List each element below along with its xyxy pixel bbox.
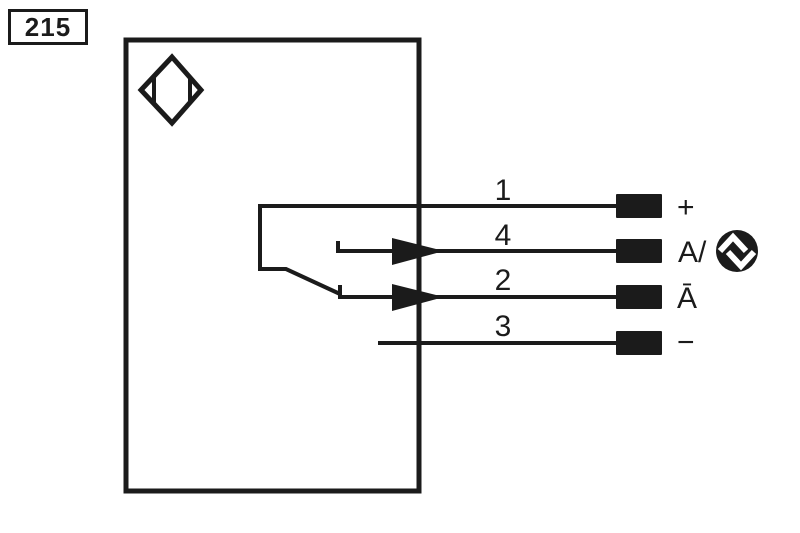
terminal-block-1: [616, 194, 662, 218]
figure-number: 215: [24, 12, 72, 42]
sensor-body-outline: [123, 37, 422, 494]
figure-number-box: 215: [8, 9, 88, 45]
pin-number-4: 4: [495, 219, 512, 252]
signal-label-minus: −: [677, 326, 695, 359]
terminal-block-4: [616, 239, 662, 263]
signal-label-plus: +: [677, 191, 695, 224]
chevron-down-icon: [725, 249, 757, 271]
terminal-block-2: [616, 285, 662, 309]
wire-2-arrow-icon: [392, 284, 444, 311]
pin-number-3: 3: [495, 310, 512, 343]
complementary-switching-icon: [716, 230, 758, 272]
wire-4-arrow-icon: [392, 238, 444, 265]
wire-2: [338, 285, 617, 299]
proximity-sensor-icon: [137, 53, 205, 127]
pin-number-1: 1: [495, 174, 512, 207]
wire-1-and-switch-lever: [258, 204, 617, 296]
signal-label-a-bar: Ā: [677, 282, 697, 315]
pin-number-2: 2: [495, 264, 512, 297]
terminal-block-3: [616, 331, 662, 355]
wire-4: [336, 241, 617, 253]
signal-label-a-slash: A/: [678, 236, 707, 269]
chevron-up-icon: [717, 232, 749, 254]
